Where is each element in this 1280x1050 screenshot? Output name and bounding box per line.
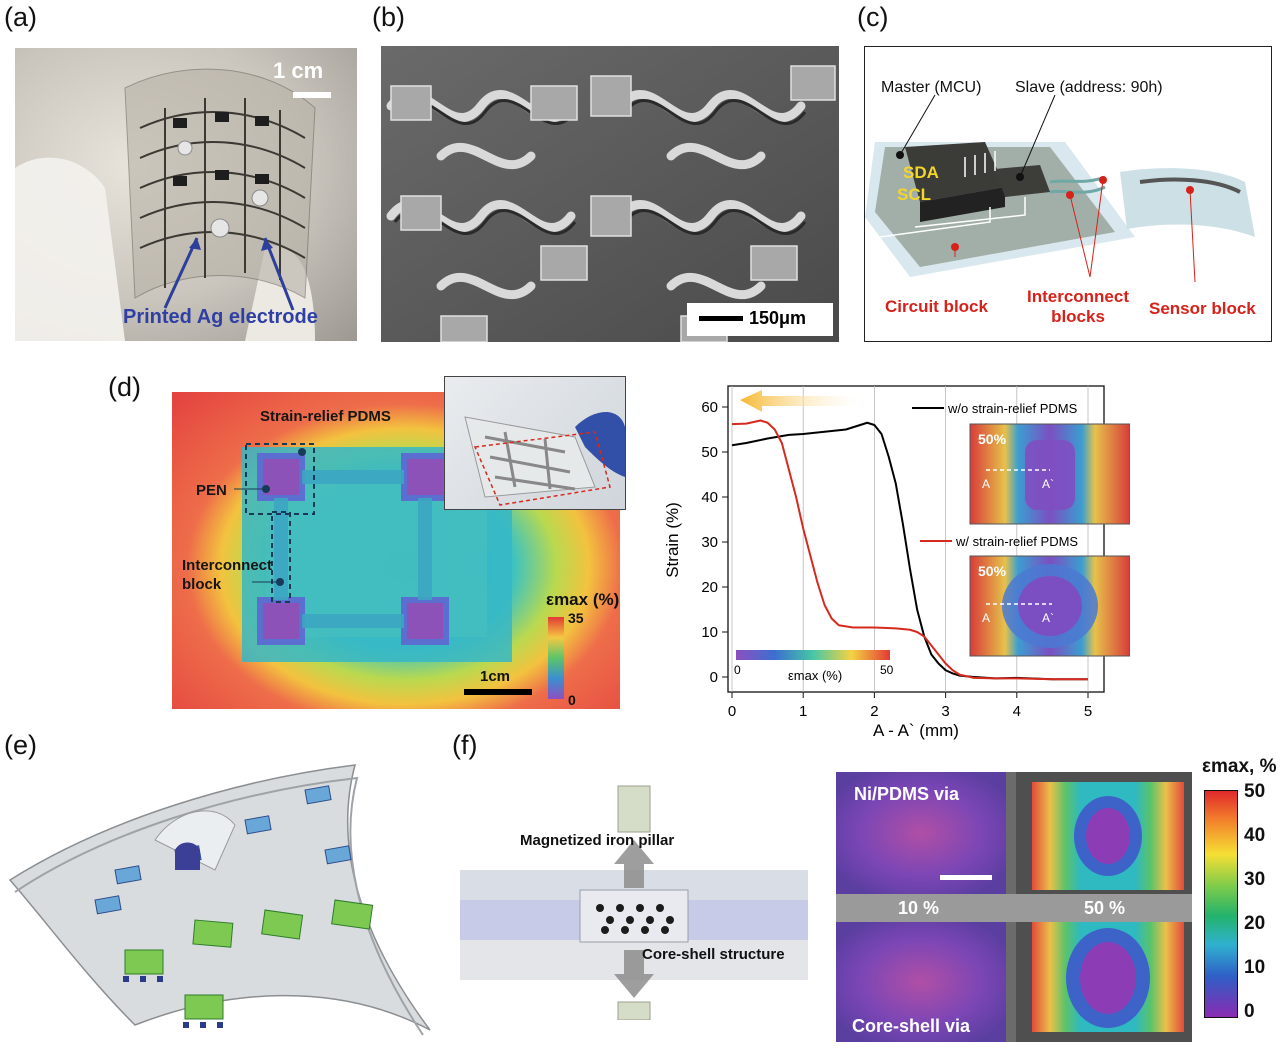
chart-series (731, 419, 1088, 681)
panel-c-slave-label: Slave (address: 90h) (1015, 79, 1163, 96)
panel-d-colorbar-min: 0 (568, 692, 576, 708)
panel-f-schematic: Magnetized iron pillar Core-shell struct… (460, 780, 808, 1020)
panel-f-colorbar (1204, 790, 1238, 1018)
panel-c-scl-label: SCL (897, 185, 931, 204)
x-tick-label: 1 (799, 703, 807, 720)
panel-b-scale-label: 150μm (749, 308, 807, 328)
inset-top-strain: 50% (978, 431, 1007, 447)
panel-c-frame: Master (MCU) Slave (address: 90h) SDA SC… (864, 46, 1272, 342)
via-strain-maps (836, 772, 1192, 1042)
panel-e-label: (e) (4, 730, 37, 760)
chart-x-axis: 0 1 2 3 4 5 (728, 692, 1092, 720)
panel-c-circuit-block-label: Circuit block (885, 297, 988, 316)
chart-ylabel: Strain (%) (663, 502, 682, 578)
panel-f-label: (f) (452, 730, 478, 760)
chart-colorbar-max: 50 (880, 663, 894, 677)
stretched-device-photo (464, 412, 625, 506)
panel-a-scale-label: 1 cm (273, 58, 324, 83)
y-tick-label: 30 (701, 534, 718, 551)
panel-c-label: (c) (857, 2, 889, 32)
chart-colorbar (736, 650, 890, 660)
panel-f-ni-pdms-label: Ni/PDMS via (854, 784, 960, 804)
panel-c-master-label: Master (MCU) (881, 79, 982, 96)
panel-f-colorbar-tick: 0 (1244, 1001, 1255, 1022)
chart-y-axis: 0 10 20 30 40 50 60 (701, 399, 728, 686)
direction-arrow (740, 390, 860, 412)
y-tick-label: 50 (701, 444, 718, 461)
inset-top-point-a: A (982, 477, 990, 491)
panel-e-illustration (5, 760, 445, 1050)
panel-f-colorbar-title: εmax, % (1202, 756, 1277, 777)
y-tick-label: 0 (710, 669, 718, 686)
panel-d-interconnect-label: Interconnect block (182, 557, 273, 593)
x-tick-label: 2 (870, 703, 878, 720)
panel-d-pen-label: PEN (196, 482, 227, 499)
panel-c-interconnect-label: Interconnect blocks (1026, 287, 1130, 326)
legend-label-wo: w/o strain-relief PDMS (947, 401, 1078, 416)
panel-f-maps: Ni/PDMS via Core-shell via 10 % 50 % (836, 772, 1192, 1042)
flexible-electrode-photo (15, 68, 331, 341)
panel-d-strain-map: Strain-relief PDMS PEN Interconnect bloc… (172, 392, 620, 709)
panel-d-scale-label: 1cm (480, 668, 511, 685)
inset-bottom-point-a: A (982, 611, 990, 625)
chart-colorbar-min: 0 (734, 663, 741, 677)
stacked-flexible-device-illustration (8, 764, 431, 1036)
serpentine-sem-image (381, 46, 839, 342)
panel-d-colorbar-title: εmax (%) (546, 590, 620, 609)
panel-a-electrode-label: Printed Ag electrode (123, 306, 318, 328)
panel-f-colorbar-tick: 40 (1244, 825, 1266, 846)
y-tick-label: 20 (701, 579, 718, 596)
panel-d-colorbar-max: 35 (568, 610, 584, 626)
panel-f-colorbar-tick: 50 (1244, 781, 1266, 802)
chart-plot-frame (727, 385, 1105, 693)
panel-a-photo: 1 cm Printed Ag electrode (15, 48, 357, 341)
chart-xlabel: A - A` (mm) (873, 721, 959, 740)
core-shell-via-schematic (460, 785, 808, 1020)
y-tick-label: 40 (701, 489, 718, 506)
panel-d-strain-relief-label: Strain-relief PDMS (260, 408, 391, 425)
inset-bottom-point-a2: A` (1042, 611, 1054, 625)
panel-b-sem: 150μm (381, 46, 839, 342)
inset-bottom-strain: 50% (978, 563, 1007, 579)
y-tick-label: 60 (701, 399, 718, 416)
panel-f-colorbar-tick: 30 (1244, 869, 1266, 890)
y-tick-label: 10 (701, 624, 718, 641)
x-tick-label: 5 (1084, 703, 1092, 720)
panel-b-label: (b) (372, 2, 405, 32)
legend-label-w: w/ strain-relief PDMS (955, 534, 1078, 549)
series-line-with-relief (731, 419, 1088, 681)
strain-line-chart: 0 1 2 3 4 5 0 10 20 30 40 50 60 w/o strain-relief P… (663, 385, 1130, 740)
panel-f-strain-50: 50 % (1084, 898, 1126, 918)
x-tick-label: 3 (941, 703, 949, 720)
strain-profile-chart: 0 1 2 3 4 5 0 10 20 30 40 50 60 w/o strain-relief P… (650, 380, 1130, 740)
panel-d-inset-photo (444, 376, 626, 510)
chart-colorbar-label: εmax (%) (788, 668, 842, 683)
inset-top-point-a2: A` (1042, 477, 1054, 491)
x-tick-label: 4 (1013, 703, 1021, 720)
panel-f-strain-10: 10 % (898, 898, 940, 918)
panel-c-sensor-block-label: Sensor block (1149, 299, 1256, 318)
panel-f-iron-pillar-label: Magnetized iron pillar (520, 832, 675, 849)
panel-a-label: (a) (4, 2, 37, 32)
circuit-schematic (865, 94, 1255, 283)
panel-f-core-shell-via-label: Core-shell via (852, 1016, 971, 1036)
panel-d-label: (d) (108, 372, 141, 402)
panel-c-sda-label: SDA (903, 163, 939, 182)
x-tick-label: 0 (728, 703, 736, 720)
panel-f-core-shell-label: Core-shell structure (642, 946, 785, 963)
panel-f-colorbar-tick: 20 (1244, 913, 1266, 934)
strain-contour-map (234, 443, 564, 699)
panel-f-colorbar-tick: 10 (1244, 957, 1266, 978)
